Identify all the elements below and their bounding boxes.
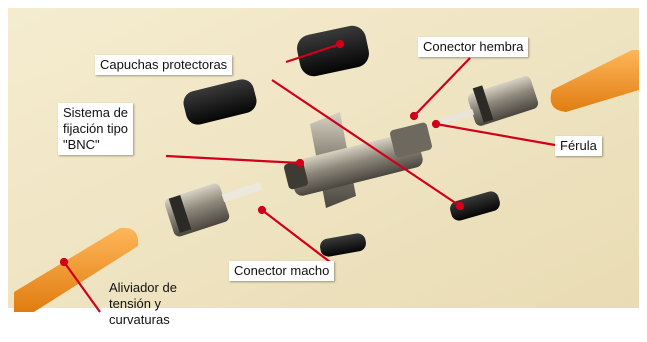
leader-capuchas-to-top-cap (285, 42, 341, 64)
label-conector-hembra: Conector hembra (418, 37, 529, 57)
male-connector-left (164, 182, 263, 237)
strain-relief-boot-left (14, 227, 139, 312)
leader-bnc (165, 154, 301, 165)
label-ferula: Férula (555, 136, 602, 156)
leader-aliviador (63, 261, 101, 313)
label-conector-macho: Conector macho (229, 261, 335, 281)
label-capuchas-protectoras: Capuchas protectoras (95, 55, 233, 75)
protective-cap-left (183, 79, 257, 125)
female-adapter (284, 112, 432, 208)
leader-ferula (435, 122, 556, 147)
label-sistema-fijacion-bnc: Sistema de fijación tipo "BNC" (58, 103, 134, 155)
strain-relief-boot-right (550, 50, 639, 112)
leader-capuchas-to-small-cap (271, 79, 461, 207)
male-connector-right (439, 76, 539, 126)
leader-lines (59, 39, 556, 313)
protective-cap-small-bottom (320, 233, 366, 257)
leader-macho (261, 209, 331, 263)
protective-cap-small-right (450, 191, 500, 221)
label-aliviador-tension: Aliviador de tensión y curvaturas (109, 280, 177, 327)
leader-hembra (413, 57, 471, 117)
protective-cap-top (297, 25, 369, 77)
